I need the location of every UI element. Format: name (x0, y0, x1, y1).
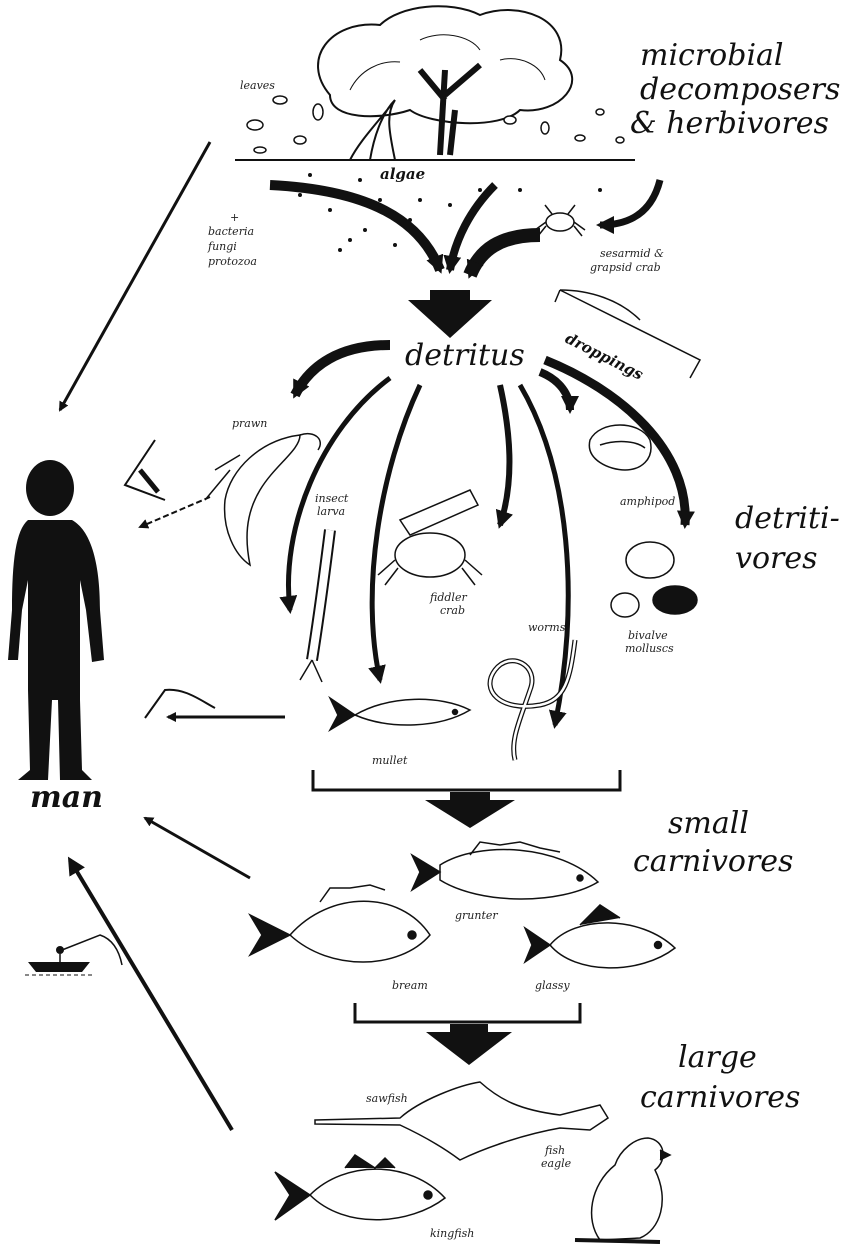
label-large-carnivores: carnivores (640, 1082, 800, 1114)
fishing-rod-icon (125, 440, 165, 500)
bracket-small-carnivores (355, 1003, 580, 1022)
label-leaves: leaves (240, 80, 275, 92)
arrow-to-large-carnivores (426, 1024, 512, 1065)
label-worms: worms (528, 622, 565, 634)
label-eagle: eagle (541, 1158, 571, 1170)
label-glassy: glassy (535, 980, 570, 992)
mangrove-tree (318, 6, 572, 160)
worm-illustration (490, 640, 575, 760)
label-amphipod: amphipod (620, 496, 675, 508)
label-herbivores: & herbivores (630, 108, 829, 140)
label-molluscs: molluscs (625, 643, 674, 655)
droppings-arrow-line (560, 290, 640, 320)
label-algae: algae (380, 166, 425, 182)
arrow-leaves-to-man (60, 142, 210, 410)
kingfish-illustration (275, 1155, 445, 1220)
label-microbial: microbial (640, 40, 784, 72)
label-small: small (668, 808, 749, 840)
hand-line-icon (145, 690, 215, 718)
sediment-particles (298, 173, 602, 252)
flow-arrows-from-detritus (288, 345, 685, 725)
label-bivalve: bivalve (628, 630, 668, 642)
mullet-illustration (330, 698, 470, 730)
label-small-carnivores: carnivores (633, 846, 793, 878)
fiddler-crab-illustration (378, 490, 482, 585)
arrow-to-small-carnivores (425, 792, 515, 828)
bracket-detritivores (313, 770, 620, 790)
label-prawn: prawn (232, 418, 267, 430)
label-grunter: grunter (455, 910, 498, 922)
label-fish: fish (545, 1145, 565, 1157)
label-fiddler: fiddler (430, 592, 467, 604)
label-plus: + (230, 212, 239, 224)
detritus-down-arrow (408, 290, 492, 338)
label-large: large (678, 1042, 757, 1074)
label-bream: bream (392, 980, 428, 992)
amphipod-illustration (589, 425, 651, 470)
label-sesarmid: sesarmid & (600, 248, 664, 260)
label-larva: larva (317, 506, 345, 518)
grunter-illustration (412, 842, 598, 899)
label-insect: insect (315, 493, 348, 505)
label-detritivores-1: detriti- (735, 503, 840, 535)
label-man: man (30, 782, 103, 814)
label-bacteria: bacteria (208, 226, 254, 238)
label-protozoa: protozoa (208, 256, 257, 268)
label-grapsid: grapsid crab (590, 262, 661, 274)
fish-eagle-illustration (575, 1138, 670, 1242)
label-fungi: fungi (208, 241, 237, 253)
label-sawfish: sawfish (366, 1093, 408, 1105)
label-decomposers: decomposers (640, 74, 840, 106)
fishing-boat-icon (25, 935, 122, 975)
label-mullet: mullet (372, 755, 407, 767)
label-detritivores-2: vores (735, 543, 818, 575)
sesarmid-crab-illustration (535, 205, 585, 236)
bream-illustration (250, 885, 430, 962)
insect-larva-illustration (300, 530, 330, 682)
man-silhouette (8, 460, 104, 780)
bivalve-molluscs-illustration (611, 542, 697, 617)
label-kingfish: kingfish (430, 1228, 474, 1240)
label-crab: crab (440, 605, 465, 617)
glassy-illustration (525, 905, 675, 968)
label-detritus: detritus (405, 340, 525, 372)
